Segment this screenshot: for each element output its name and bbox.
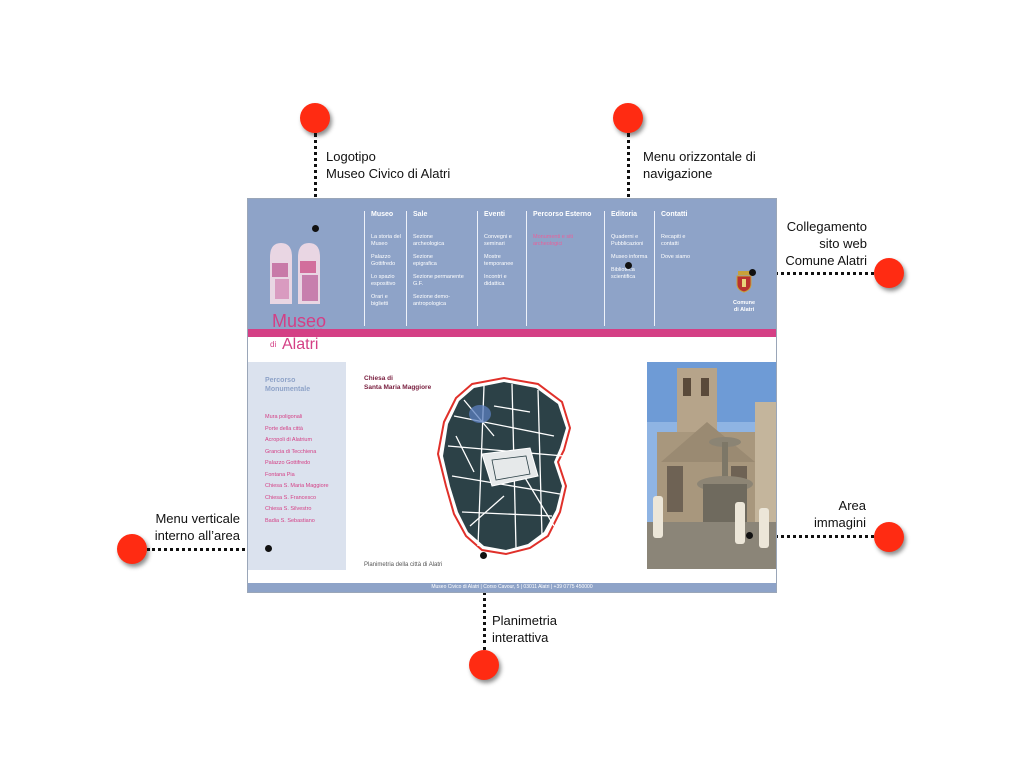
- side-menu-item[interactable]: Mura poligonali: [265, 414, 303, 420]
- nav-col-eventi: Eventi Convegni e seminari Mostre tempor…: [477, 211, 520, 326]
- nav-item[interactable]: Sezione epigrafica: [413, 254, 437, 267]
- map-title-line1: Chiesa di: [364, 375, 393, 382]
- side-menu-item[interactable]: Chiesa S. Francesco: [265, 494, 317, 501]
- site-footer: Museo Civico di Alatri | Corso Cavour, 5…: [248, 583, 776, 592]
- nav-museo[interactable]: Museo: [371, 211, 394, 218]
- nav-percorso-esterno[interactable]: Percorso Esterno: [533, 211, 592, 218]
- nav-item[interactable]: Convegni e seminari: [484, 234, 512, 247]
- annotation-map: Planimetria interattiva: [492, 613, 558, 645]
- side-menu-item[interactable]: Chiesa S. Silvestro: [265, 506, 312, 512]
- city-map[interactable]: [434, 376, 576, 556]
- nav-item[interactable]: Lo spazio espositivo: [371, 274, 396, 287]
- side-menu-item[interactable]: Porte della città: [265, 425, 303, 432]
- nav-item[interactable]: Incontri e didattica: [484, 274, 507, 287]
- nav-item[interactable]: Biblioteca scientifica: [611, 267, 636, 280]
- side-menu-item[interactable]: Fontana Pia: [265, 471, 295, 478]
- accent-bar: [248, 329, 776, 337]
- nav-item[interactable]: Sezione demo-antropologica: [413, 294, 450, 307]
- side-menu-item[interactable]: Chiesa S. Maria Maggiore: [265, 483, 329, 489]
- nav-item-active[interactable]: Monumenti e siti archeologici: [533, 234, 574, 247]
- nav-item[interactable]: Orari e biglietti: [371, 294, 389, 307]
- annotation-nav: Menu orizzontale di navigazione: [643, 149, 756, 181]
- nav-editoria[interactable]: Editoria: [611, 211, 638, 218]
- nav-item[interactable]: Museo informa: [611, 254, 648, 260]
- marker-images: [874, 522, 904, 552]
- side-menu-list: Mura poligonali Porte della città Acropo…: [265, 412, 329, 527]
- logo-line2-text: Alatri: [282, 336, 318, 353]
- nav-col-sale: Sale Sezione archeologica Sezione epigra…: [406, 211, 473, 326]
- marker-nav: [613, 103, 643, 133]
- marker-logo: [300, 103, 330, 133]
- logo-prefix-text: di: [270, 340, 276, 349]
- marker-map: [469, 650, 499, 680]
- comune-label-line2: di Alatri: [733, 307, 755, 313]
- nav-sale[interactable]: Sale: [413, 211, 428, 218]
- museo-logo[interactable]: Museo civico di Alatri: [262, 239, 362, 357]
- leader-images: [750, 535, 874, 538]
- nav-item[interactable]: Sezione archeologica: [413, 234, 445, 247]
- pin-map: [480, 552, 487, 559]
- nav-item[interactable]: Dove siamo: [661, 254, 691, 260]
- map-title: Chiesa di Santa Maria Maggiore: [364, 375, 431, 392]
- pin-logo: [312, 225, 319, 232]
- nav-item[interactable]: Mostre temporanee: [484, 254, 514, 267]
- side-menu-item[interactable]: Grancia di Tecchiena: [265, 448, 317, 455]
- museum-website: Museo civico di Alatri Museo La storia d…: [247, 198, 777, 593]
- pin-vertical-menu: [265, 545, 272, 552]
- pin-comune: [749, 269, 756, 276]
- side-menu-title: Percorso Monumentale: [265, 377, 311, 393]
- annotation-logo: Logotipo Museo Civico di Alatri: [326, 149, 451, 181]
- comune-link[interactable]: Comune di Alatri: [724, 271, 764, 314]
- nav-col-editoria: Editoria Quaderni e Pubblicazioni Museo …: [604, 211, 651, 326]
- annotation-images: Area immagini: [813, 498, 866, 530]
- pin-nav: [625, 262, 632, 269]
- leader-map: [483, 555, 486, 650]
- nav-col-contatti: Contatti Recapiti e contatti Dove siamo: [654, 211, 701, 326]
- footer-text: Museo Civico di Alatri | Corso Cavour, 5…: [431, 584, 593, 590]
- crest-icon: [736, 271, 752, 293]
- map-caption: Planimetria della città di Alatri: [364, 562, 443, 568]
- map-title-line2: Santa Maria Maggiore: [364, 383, 432, 391]
- nav-col-museo: Museo La storia del Museo Palazzo Gottif…: [364, 211, 401, 326]
- nav-item[interactable]: La storia del Museo: [371, 234, 401, 247]
- nav-eventi[interactable]: Eventi: [484, 211, 506, 218]
- comune-label-line1: Comune: [733, 300, 755, 306]
- side-menu-item[interactable]: Palazzo Gottifredo: [265, 460, 311, 466]
- pin-images: [746, 532, 753, 539]
- nav-item[interactable]: Recapiti e contatti: [661, 234, 686, 247]
- side-menu-item[interactable]: Acropoli di Alatrium: [265, 437, 313, 443]
- nav-col-percorso: Percorso Esterno Monumenti e siti archeo…: [526, 211, 599, 326]
- leader-vertical-menu: [147, 548, 269, 551]
- logo-main-text: Museo: [272, 311, 326, 331]
- church-photo: [647, 362, 776, 569]
- annotation-comune-link: Collegamento sito web Comune Alatri: [785, 219, 867, 268]
- side-menu-item[interactable]: Badia S. Sebastiano: [265, 517, 315, 524]
- nav-item[interactable]: Quaderni e Pubblicazioni: [611, 234, 644, 247]
- nav-item[interactable]: Palazzo Gottifredo: [371, 254, 396, 267]
- nav-contatti[interactable]: Contatti: [661, 211, 688, 218]
- leader-comune: [752, 272, 874, 275]
- annotation-vertical-menu: Menu verticale interno all’area: [154, 511, 240, 543]
- side-menu: Percorso Monumentale Mura poligonali Por…: [248, 362, 346, 570]
- leader-logo: [314, 133, 317, 229]
- site-header: Museo civico di Alatri Museo La storia d…: [248, 199, 776, 353]
- marker-vertical-menu: [117, 534, 147, 564]
- marker-comune: [874, 258, 904, 288]
- nav-item[interactable]: Sezione permanente G.F.: [413, 274, 464, 287]
